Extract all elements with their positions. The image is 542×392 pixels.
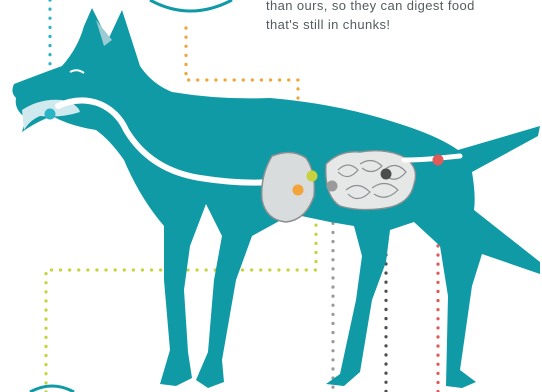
small-intestine-marker [327,181,338,192]
rectum-marker [433,155,444,166]
top-circle-outline [150,0,232,11]
stomach-marker [307,171,318,182]
large-intestine-marker [381,169,392,180]
esophagus-marker [293,185,304,196]
stomach-organ [262,152,315,222]
mouth-marker [45,109,56,120]
bottom-circle-outline [30,386,74,392]
